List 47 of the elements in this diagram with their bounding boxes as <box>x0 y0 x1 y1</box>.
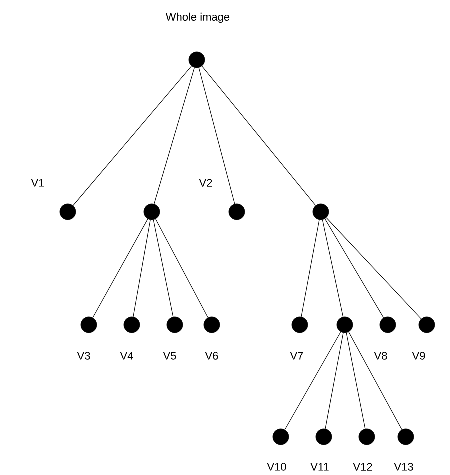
dot <box>204 316 220 334</box>
node-label: Whole image <box>166 12 230 24</box>
dot <box>60 204 76 220</box>
node-label: V6 <box>205 352 218 360</box>
dot <box>312 204 330 220</box>
tree-line <box>326 218 422 320</box>
node-label: V1 <box>31 179 44 187</box>
tree-line <box>198 68 236 204</box>
dot <box>272 428 290 446</box>
dot <box>398 428 414 446</box>
tree-line <box>92 218 148 318</box>
tree-line <box>156 218 208 318</box>
dot <box>144 204 160 220</box>
dot <box>336 316 354 334</box>
tree-line <box>325 332 344 430</box>
dot <box>188 52 206 68</box>
node-label: V3 <box>77 352 90 360</box>
tree-line <box>154 68 195 204</box>
tree-line <box>322 220 344 318</box>
dot <box>228 204 246 220</box>
tree-line <box>324 218 384 318</box>
node-label: V7 <box>290 352 304 360</box>
tree-line <box>202 66 316 206</box>
node-label: V5 <box>163 352 176 360</box>
dot <box>418 316 436 334</box>
dot <box>380 316 396 334</box>
tree-line <box>348 332 402 430</box>
node-label: V2 <box>199 179 212 187</box>
node-label: V11 <box>310 463 329 471</box>
tree-line <box>301 220 320 318</box>
dot <box>292 316 308 334</box>
dot <box>166 316 184 334</box>
tree-line <box>346 332 366 430</box>
node-label: V10 <box>267 463 286 471</box>
dot <box>316 428 332 446</box>
node-label: V12 <box>353 463 372 471</box>
tree-line <box>73 66 192 206</box>
dot <box>358 428 376 446</box>
tree-line <box>133 220 151 318</box>
node-label: V8 <box>374 352 388 360</box>
tree-line <box>284 332 342 430</box>
dot <box>80 316 98 334</box>
node-label: V9 <box>412 352 426 360</box>
dot <box>124 316 140 334</box>
node-label: V4 <box>120 352 134 360</box>
tree-line <box>153 220 174 318</box>
node-label: V13 <box>394 463 414 471</box>
